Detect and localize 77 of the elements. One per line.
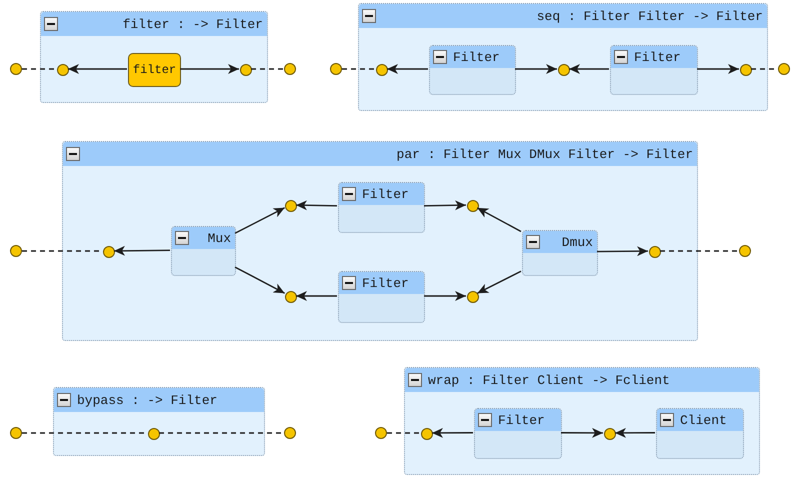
dashed-connector xyxy=(660,250,739,252)
arrow xyxy=(387,64,428,74)
panel-title: filter : -> Filter xyxy=(122,16,263,32)
port-dot xyxy=(103,246,115,258)
group-panel xyxy=(53,387,265,456)
port-dot xyxy=(284,63,296,75)
dashed-connector xyxy=(251,68,284,70)
process-box: filter xyxy=(128,53,181,87)
dashed-connector xyxy=(342,68,375,70)
group-panel xyxy=(62,141,698,341)
component-box xyxy=(429,45,516,95)
component-box xyxy=(610,45,698,95)
panel-title: Mux xyxy=(206,230,231,246)
dashed-connector xyxy=(22,432,147,434)
port-dot xyxy=(57,64,69,76)
arrow xyxy=(561,428,603,438)
arrow xyxy=(432,428,473,438)
arrow xyxy=(68,64,127,74)
port-dot xyxy=(740,64,752,76)
port-dot xyxy=(148,428,160,440)
group-panel xyxy=(404,367,760,475)
panel-title: Filter xyxy=(453,50,501,64)
port-dot xyxy=(558,64,570,76)
dashed-connector xyxy=(22,250,102,252)
panel-title: Filter xyxy=(362,276,410,290)
component-box xyxy=(171,226,236,276)
group-panel xyxy=(40,11,268,103)
port-dot xyxy=(10,245,22,257)
arrow xyxy=(180,64,239,74)
arrow xyxy=(515,64,557,74)
port-dot xyxy=(375,427,387,439)
component-box xyxy=(338,182,425,233)
port-dot xyxy=(10,427,22,439)
panel-title: Client xyxy=(680,412,728,428)
arrow xyxy=(114,246,170,256)
group-panel xyxy=(358,3,768,111)
arrow xyxy=(234,207,285,234)
arrow xyxy=(424,200,466,210)
port-dot xyxy=(604,428,616,440)
panel-title: Filter xyxy=(634,50,682,64)
arrow xyxy=(615,428,655,438)
panel-title: bypass : -> Filter xyxy=(77,392,218,408)
arrow xyxy=(597,246,648,256)
port-dot xyxy=(421,428,433,440)
arrow xyxy=(234,266,286,294)
port-dot xyxy=(330,63,342,75)
arrow xyxy=(476,207,522,232)
dashed-connector xyxy=(22,68,56,70)
arrow xyxy=(424,291,466,301)
arrow xyxy=(477,270,522,294)
panel-title: Dmux xyxy=(560,234,593,250)
port-dot xyxy=(285,291,297,303)
component-box xyxy=(522,230,598,276)
panel-title: Filter xyxy=(498,412,546,428)
component-box xyxy=(474,408,562,459)
port-dot xyxy=(285,200,297,212)
port-dot xyxy=(739,245,751,257)
panel-title: par : Filter Mux DMux Filter -> Filter xyxy=(396,146,693,162)
arrow xyxy=(296,291,337,301)
component-box xyxy=(656,408,744,459)
port-dot xyxy=(284,427,296,439)
panel-title: wrap : Filter Client -> Fclient xyxy=(428,372,671,388)
port-dot xyxy=(240,64,252,76)
port-dot xyxy=(467,200,479,212)
port-dot xyxy=(467,291,479,303)
dashed-connector xyxy=(387,432,420,434)
arrow xyxy=(569,64,609,74)
arrow xyxy=(697,64,739,74)
panel-title: Filter xyxy=(362,186,410,202)
arrow xyxy=(296,200,338,210)
port-dot xyxy=(10,63,22,75)
component-box xyxy=(338,271,425,323)
port-dot xyxy=(376,64,388,76)
port-dot xyxy=(778,63,790,75)
panel-title: seq : Filter Filter -> Filter xyxy=(536,8,763,24)
dashed-connector xyxy=(159,432,284,434)
port-dot xyxy=(649,246,661,258)
